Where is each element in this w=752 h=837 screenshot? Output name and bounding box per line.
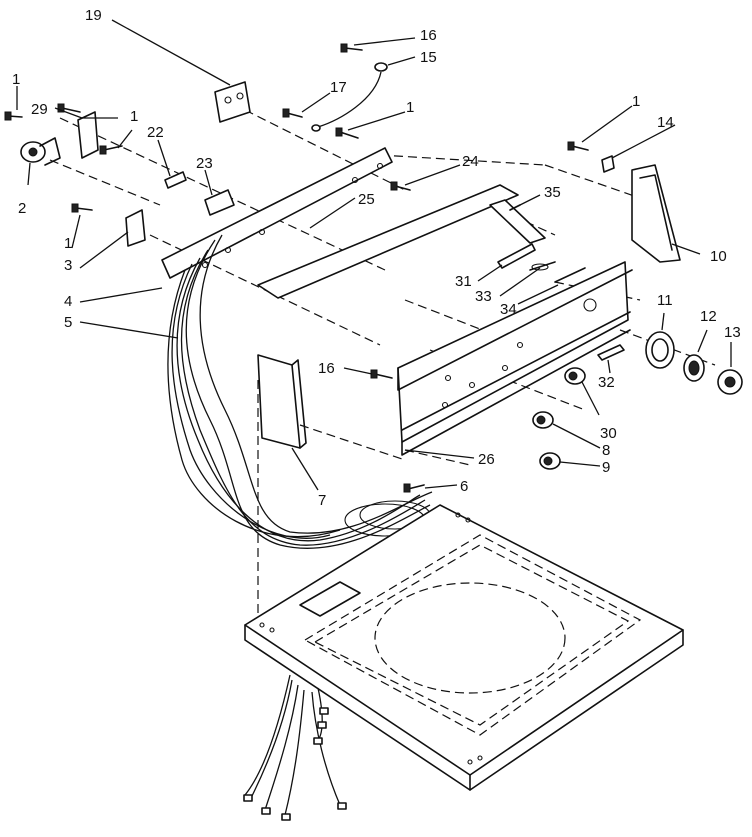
- callout-label: 16: [318, 360, 335, 377]
- leader-lines: [16, 19, 732, 491]
- lower-wire-bundle: [243, 674, 347, 821]
- callout-label: 15: [420, 49, 437, 66]
- timer-bracket-group: [4, 103, 235, 247]
- callout-labels: 1 29 1 2 22 23 19 16 15 17 1 1 14 24 35 …: [12, 7, 741, 509]
- callout-label: 33: [475, 288, 492, 305]
- callout-label: 24: [462, 153, 479, 170]
- callout-label: 1: [632, 93, 640, 110]
- callout-label: 1: [12, 71, 20, 88]
- callout-label: 31: [455, 273, 472, 290]
- callout-label: 12: [700, 308, 717, 325]
- callout-label: 2: [18, 200, 26, 217]
- callout-label: 3: [64, 257, 72, 274]
- wire-harness: [167, 234, 433, 549]
- callout-label: 16: [420, 27, 437, 44]
- callout-label: 34: [500, 301, 517, 318]
- callout-label: 13: [724, 324, 741, 341]
- callout-label: 4: [64, 293, 72, 310]
- callout-label: 32: [598, 374, 615, 391]
- callout-label: 11: [657, 292, 673, 309]
- callout-label: 30: [600, 425, 617, 442]
- callout-label: 1: [64, 235, 72, 252]
- overlay-panel: [257, 354, 307, 449]
- callout-label: 6: [460, 478, 468, 495]
- callout-label: 8: [602, 442, 610, 459]
- callout-label: 14: [657, 114, 674, 131]
- callout-label: 5: [64, 314, 72, 331]
- callout-label: 9: [602, 459, 610, 476]
- callout-label: 1: [406, 99, 414, 116]
- cabinet-top: [244, 504, 684, 791]
- callout-label: 23: [196, 155, 213, 172]
- callout-label: 19: [85, 7, 102, 24]
- knobs-group: [370, 331, 743, 493]
- callout-label: 17: [330, 79, 347, 96]
- callout-label: 35: [544, 184, 561, 201]
- end-cap-group: [567, 141, 681, 263]
- switch-group: [489, 199, 625, 361]
- callout-label: 7: [318, 492, 326, 509]
- callout-label: 26: [478, 451, 495, 468]
- callout-label: 25: [358, 191, 375, 208]
- callout-label: 1: [130, 108, 138, 125]
- console-panel: [161, 147, 633, 456]
- upper-bracket-group: [214, 43, 411, 191]
- callout-label: 22: [147, 124, 164, 141]
- callout-label: 10: [710, 248, 727, 265]
- callout-label: 29: [31, 101, 48, 118]
